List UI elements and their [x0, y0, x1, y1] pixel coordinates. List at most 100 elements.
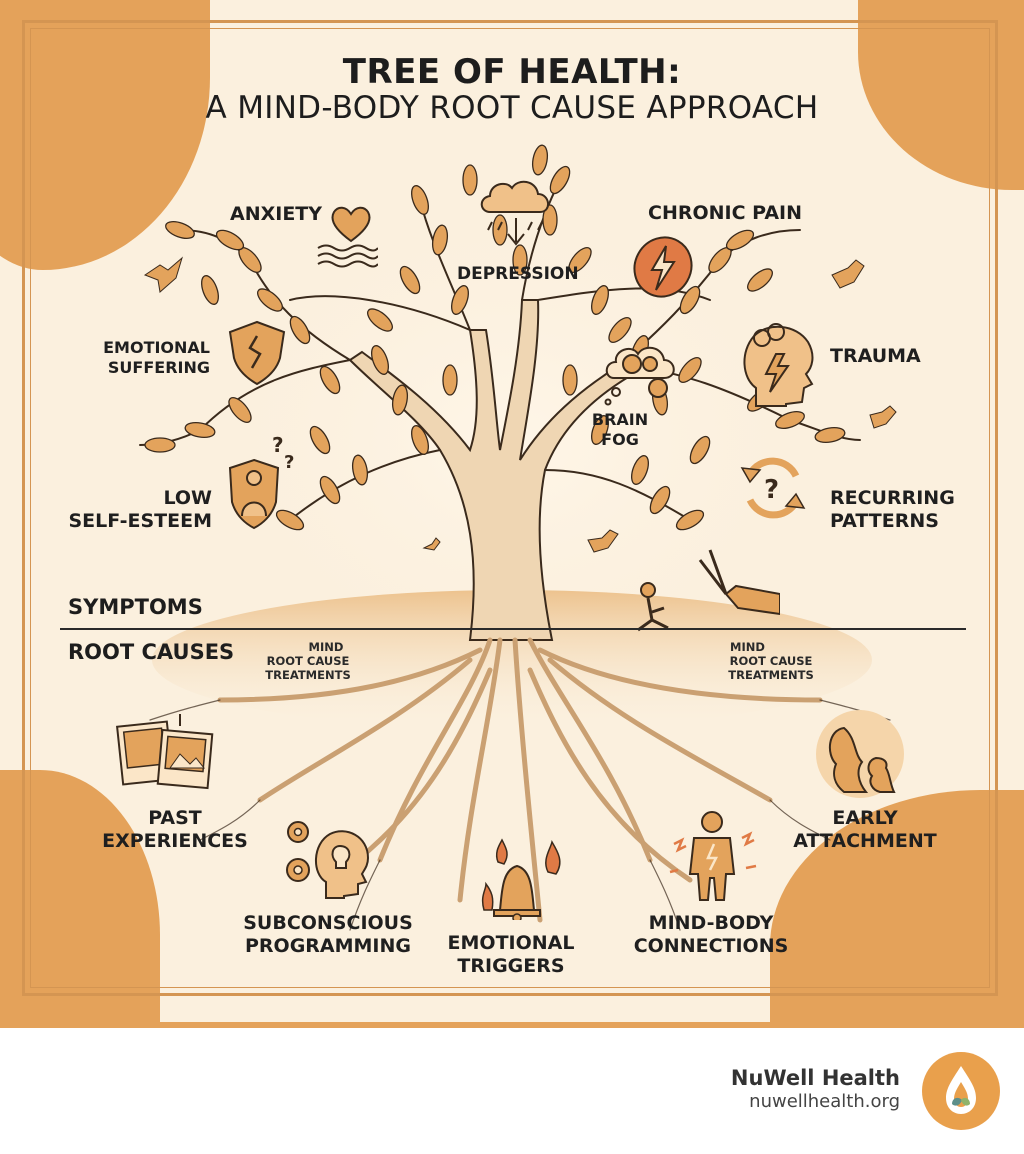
leaf [608, 317, 632, 343]
outer-frame [22, 20, 998, 996]
leaf [411, 425, 429, 455]
leaf [184, 421, 216, 439]
leaf [257, 288, 283, 312]
pruning-shears-icon [637, 549, 780, 632]
trunk [348, 299, 632, 641]
bird-icon [831, 259, 865, 289]
label-trauma: TRAUMA [830, 345, 921, 367]
label-brain-fog-line-2: FOG [601, 430, 639, 449]
leaf [144, 437, 176, 453]
leaf [512, 244, 528, 276]
bird-icon [587, 529, 619, 553]
treatments-left-line-3: TREATMENTS [265, 668, 351, 682]
leaf [391, 384, 409, 416]
leaf [675, 509, 705, 531]
poster: ? ? ? [0, 0, 1024, 1025]
label-recurring-patterns-line-2: PATTERNS [830, 510, 939, 532]
svg-text:?: ? [272, 433, 284, 457]
label-emotional-suffering: EMOTIONAL SUFFERING [80, 338, 210, 378]
label-emotional-triggers-line-2: TRIGGERS [457, 955, 565, 977]
waves-icon [317, 244, 378, 268]
leaf [747, 268, 773, 292]
label-past-experiences: PAST EXPERIENCES [100, 807, 250, 853]
treatments-right-line-1: MIND [730, 640, 765, 654]
nuwell-logo-icon [922, 1052, 1000, 1130]
leaf [591, 285, 609, 315]
lightning-muscle-icon [633, 236, 693, 298]
leaf [411, 185, 429, 215]
bird-icon [422, 537, 441, 551]
leaf [351, 454, 369, 486]
section-symptoms: SYMPTOMS [68, 595, 203, 619]
label-past-experiences-line-1: PAST [148, 807, 202, 829]
label-recurring-patterns-line-1: RECURRING [830, 487, 955, 509]
leaf [568, 247, 592, 273]
leaf [678, 357, 702, 383]
treatments-left-line-1: MIND [308, 640, 344, 654]
leaf [591, 415, 609, 445]
treatments-right-line-2: ROOT CAUSE [729, 654, 813, 668]
leaf [201, 275, 219, 305]
label-brain-fog: BRAIN FOG [588, 410, 652, 450]
leaf [679, 285, 701, 315]
label-emotional-triggers: EMOTIONAL TRIGGERS [436, 932, 586, 978]
label-depression: DEPRESSION [457, 264, 579, 284]
svg-text:?: ? [764, 475, 779, 505]
label-recurring-patterns: RECURRING PATTERNS [830, 487, 955, 533]
leaf [631, 455, 649, 485]
leaf [725, 229, 755, 251]
footer-brand-name: NuWell Health [730, 1066, 900, 1090]
label-early-attachment-line-1: EARLY [832, 807, 898, 829]
leaf [462, 164, 478, 196]
label-emotional-triggers-line-1: EMOTIONAL [447, 932, 575, 954]
bell-flames-icon [481, 838, 561, 920]
label-low-self-esteem-line-2: SELF-ESTEEM [68, 510, 212, 532]
svg-text:?: ? [284, 452, 294, 473]
label-low-self-esteem-line-1: LOW [163, 487, 212, 509]
label-subconscious-programming-line-2: PROGRAMMING [244, 935, 412, 957]
leaf [275, 509, 305, 531]
label-mind-body-connections-line-1: MIND-BODY [648, 912, 774, 934]
label-emotional-suffering-line-2: SUFFERING [107, 358, 210, 377]
body-pain-icon [669, 811, 757, 901]
leaf [649, 485, 671, 515]
bird-icon [143, 256, 183, 293]
broken-heart-shield-icon [228, 320, 286, 386]
recycle-question-icon: ? [740, 457, 806, 519]
section-root-causes: ROOT CAUSES [68, 640, 235, 664]
label-chronic-pain: CHRONIC PAIN [648, 202, 803, 224]
label-past-experiences-line-2: EXPERIENCES [102, 830, 248, 852]
leaf [531, 144, 549, 176]
label-subconscious-programming-line-1: SUBCONSCIOUS [243, 912, 413, 934]
heart-icon [331, 206, 371, 243]
leaf [399, 265, 421, 295]
label-mind-body-connections-line-2: CONNECTIONS [633, 935, 789, 957]
treatments-left: MIND ROOT CAUSE TREATMENTS [258, 640, 358, 682]
leaf [562, 364, 578, 396]
treatments-left-line-2: ROOT CAUSE [266, 654, 350, 668]
leaf [371, 345, 389, 375]
ground-divider [60, 628, 966, 630]
label-emotional-suffering-line-1: EMOTIONAL [103, 338, 210, 357]
leaf [319, 475, 341, 505]
bird-icon [869, 405, 897, 429]
label-brain-fog-line-1: BRAIN [591, 410, 649, 429]
leaf [689, 435, 711, 465]
leaf [165, 221, 195, 239]
tree-illustration [139, 144, 897, 931]
shield-person-icon: ? ? [228, 433, 294, 530]
title-line-1: TREE OF HEALTH: [342, 52, 682, 92]
leaf [319, 365, 341, 395]
mother-child-icon [816, 710, 904, 798]
label-anxiety: ANXIETY [230, 203, 323, 225]
leaf [289, 315, 311, 345]
label-mind-body-connections: MIND-BODY CONNECTIONS [626, 912, 796, 958]
rain-cloud-icon [480, 180, 549, 246]
leaf [228, 397, 252, 423]
title-line-2: A MIND-BODY ROOT CAUSE APPROACH [205, 90, 819, 126]
leaf [431, 224, 449, 256]
label-early-attachment: EARLY ATTACHMENT [790, 807, 940, 853]
leaf [549, 165, 571, 195]
photos-icon [116, 714, 214, 790]
leaf [492, 214, 508, 246]
